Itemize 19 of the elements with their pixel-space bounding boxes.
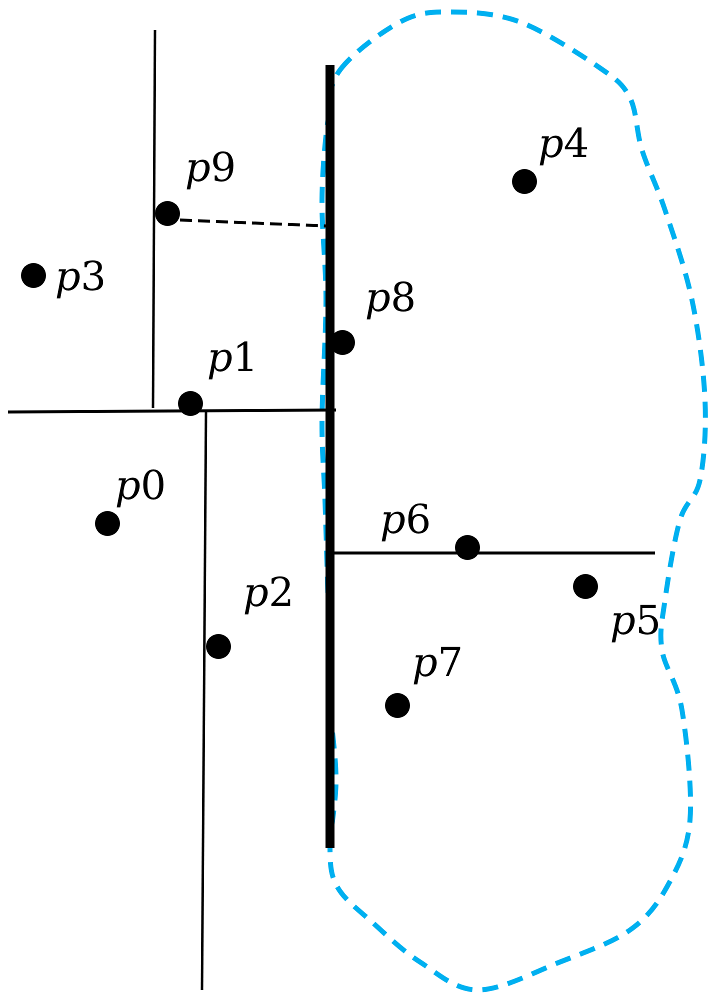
data-point <box>206 634 230 658</box>
point-label: p6 <box>380 500 432 540</box>
point-label: p2 <box>243 573 294 613</box>
data-point <box>384 692 410 718</box>
data-point <box>94 510 120 536</box>
data-point <box>178 390 202 416</box>
point-label: p3 <box>55 257 106 297</box>
data-point <box>512 168 536 194</box>
data-point <box>454 534 480 560</box>
data-point <box>154 200 180 226</box>
point-label: p7 <box>412 643 464 683</box>
point-label: p0 <box>115 466 166 506</box>
data-point <box>572 574 598 598</box>
data-point <box>20 262 46 288</box>
point-label: p9 <box>185 148 236 188</box>
point-label: p5 <box>610 601 662 641</box>
point-label: p8 <box>365 278 416 318</box>
point-label: p1 <box>207 338 258 378</box>
point-label: p4 <box>538 124 590 164</box>
